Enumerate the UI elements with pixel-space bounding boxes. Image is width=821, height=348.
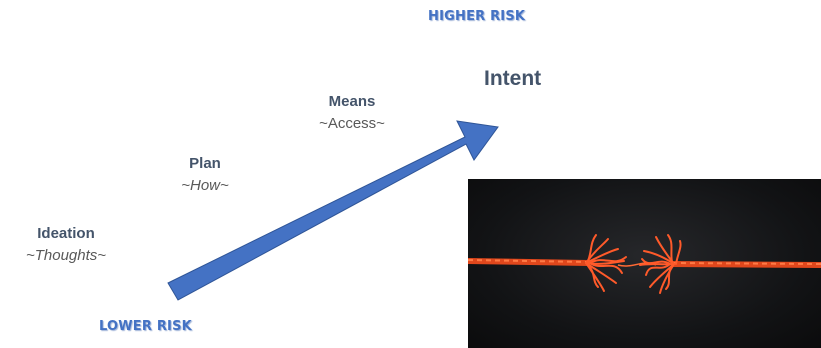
stage-means: Means ~Access~: [302, 93, 402, 132]
stage-title: Plan: [189, 155, 221, 172]
stage-subtitle: ~Access~: [319, 115, 385, 132]
frayed-rope-icon: [468, 234, 821, 294]
stage-title: Ideation: [37, 225, 95, 242]
stage-subtitle: ~Thoughts~: [25, 247, 107, 264]
stage-intent: Intent: [484, 67, 542, 90]
stage-subtitle: ~How~: [181, 177, 229, 194]
stage-ideation: Ideation ~Thoughts~: [8, 225, 124, 264]
higher-risk-label: HIGHER RISK: [428, 9, 526, 24]
lower-risk-label: LOWER RISK: [99, 319, 192, 334]
frayed-rope-photo: [468, 179, 821, 348]
stage-plan: Plan ~How~: [160, 155, 250, 194]
stage-title: Means: [328, 93, 376, 110]
